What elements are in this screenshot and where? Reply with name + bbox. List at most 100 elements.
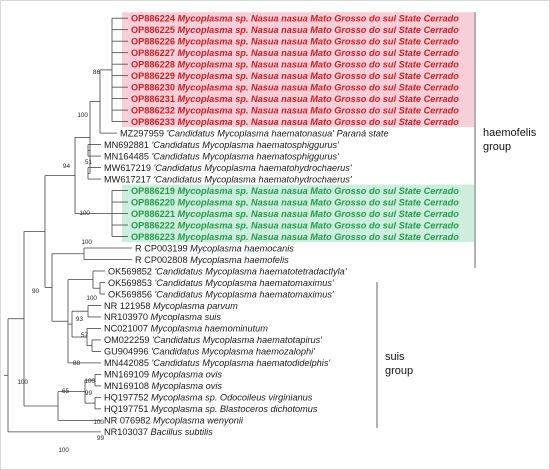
leaf-label: MN442085 'Candidatus Mycoplasma haematod… xyxy=(104,358,331,368)
leaf-accession: R CP003199 xyxy=(135,243,190,253)
leaf-accession: OP886219 xyxy=(131,186,178,196)
leaf-taxon: Mycoplasma sp. Nasua nasua Mato Grosso d… xyxy=(178,71,460,81)
leaf-taxon: Mycoplasma sp. Nasua nasua Mato Grosso d… xyxy=(178,14,460,24)
bootstrap-value: 99 xyxy=(97,435,105,442)
leaf-accession: OP886226 xyxy=(131,36,178,46)
leaf-taxon: Mycoplasma haemocanis xyxy=(190,243,294,253)
branch-layer xyxy=(4,17,132,433)
bootstrap-value: 57 xyxy=(81,332,89,339)
leaf-taxon: 'Candidatus Mycoplasma haemozalophi' xyxy=(151,347,316,357)
leaf-accession: OP886222 xyxy=(131,220,178,230)
leaf-label: GU904996 'Candidatus Mycoplasma haemozal… xyxy=(104,347,316,357)
leaf-accession: OM022259 xyxy=(104,335,152,345)
leaf-accession: MN692881 xyxy=(104,140,152,150)
leaf-label: MZ297959 'Candidatus Mycoplasma haematon… xyxy=(120,128,389,138)
bootstrap-value: 100 xyxy=(17,379,28,386)
leaf-label: MN692881 'Candidatus Mycoplasma haematos… xyxy=(104,140,340,150)
leaf-label: NR 121958 Mycoplasma parvum xyxy=(104,301,238,311)
leaf-taxon: Mycoplasma sp. Nasua nasua Mato Grosso d… xyxy=(178,82,460,92)
leaf-accession: OP886224 xyxy=(131,14,178,24)
leaf-accession: MN164485 xyxy=(104,151,152,161)
leaf-taxon: Mycoplasma sp. Blastoceros dichotomus xyxy=(151,404,318,414)
leaf-accession: OK569856 xyxy=(108,289,155,299)
leaf-taxon: Mycoplasma sp. Nasua nasua Mato Grosso d… xyxy=(178,94,460,104)
leaf-accession: OP886230 xyxy=(131,82,178,92)
bootstrap-value: 86 xyxy=(93,69,101,76)
leaf-accession: OP886220 xyxy=(131,197,178,207)
leaf-accession: OP886229 xyxy=(131,71,178,81)
leaf-label: NR 076982 Mycoplasma wenyonii xyxy=(104,416,244,426)
leaf-taxon: Mycoplasma sp. Nasua nasua Mato Grosso d… xyxy=(178,48,460,58)
leaf-taxon: Mycoplasma sp. Nasua nasua Mato Grosso d… xyxy=(178,25,460,35)
leaf-taxon: Mycoplasma sp. Nasua nasua Mato Grosso d… xyxy=(178,220,460,230)
leaf-label: OP886231 Mycoplasma sp. Nasua nasua Mato… xyxy=(131,94,459,104)
leaf-label: NR103970 Mycoplasma suis xyxy=(104,312,221,322)
leaf-accession: MW617217 xyxy=(104,174,154,184)
leaf-taxon: 'Candidatus Mycoplasma haematomaximus' xyxy=(155,278,335,288)
leaf-taxon: Mycoplasma sp. Nasua nasua Mato Grosso d… xyxy=(178,105,460,115)
leaf-label: OP886219 Mycoplasma sp. Nasua nasua Mato… xyxy=(131,186,459,196)
red-highlight-band xyxy=(122,12,474,128)
bootstrap-value: 90 xyxy=(32,288,40,295)
leaf-label: R CP002808 Mycoplasma haemofelis xyxy=(135,255,289,265)
leaf-taxon: 'Candidatus Mycoplasma haematodidelphis' xyxy=(152,358,332,368)
bootstrap-value: 100 xyxy=(81,239,92,246)
leaf-taxon: Mycoplasma haemominutum xyxy=(150,324,268,334)
leaf-taxon: 'Candidatus Mycoplasma haematosphiggurus… xyxy=(152,140,341,150)
leaf-label: OP886233 Mycoplasma sp. Nasua nasua Mato… xyxy=(131,117,459,127)
bootstrap-value: 100 xyxy=(84,378,95,385)
leaf-label: OP886222 Mycoplasma sp. Nasua nasua Mato… xyxy=(131,220,459,230)
leaf-taxon: 'Candidatus Mycoplasma haematohydrochaer… xyxy=(154,163,353,173)
group-layer: haemofelis group suis group xyxy=(376,12,537,428)
leaf-accession: OP886227 xyxy=(131,48,178,58)
leaf-label: OP886227 Mycoplasma sp. Nasua nasua Mato… xyxy=(131,48,459,58)
leaf-label: MW617219 'Candidatus Mycoplasma haematoh… xyxy=(104,163,353,173)
leaf-accession: OK569852 xyxy=(108,266,155,276)
leaf-taxon: 'Candidatus Mycoplasma haematosphiggurus… xyxy=(152,151,341,161)
bootstrap-value: 94 xyxy=(63,163,71,170)
leaf-label-layer: OP886224 Mycoplasma sp. Nasua nasua Mato… xyxy=(104,14,459,438)
leaf-label: NR103037 Bacillus subtilis xyxy=(104,427,213,437)
leaf-taxon: Mycoplasma sp. Nasua nasua Mato Grosso d… xyxy=(178,36,460,46)
leaf-taxon: Mycoplasma sp. Nasua nasua Mato Grosso d… xyxy=(178,186,460,196)
leaf-taxon: Mycoplasma suis xyxy=(150,312,221,322)
leaf-label: OK569852 'Candidatus Mycoplasma haematot… xyxy=(108,266,348,276)
bootstrap-value: 65 xyxy=(62,388,70,395)
leaf-accession: OK569853 xyxy=(108,278,155,288)
leaf-label: OP886224 Mycoplasma sp. Nasua nasua Mato… xyxy=(131,14,459,24)
leaf-taxon: Mycoplasma sp. Nasua nasua Mato Grosso d… xyxy=(178,209,460,219)
leaf-accession: OP886221 xyxy=(131,209,178,219)
leaf-label: NC021007 Mycoplasma haemominutum xyxy=(104,324,268,334)
leaf-accession: MN169108 xyxy=(104,381,152,391)
bootstrap-value: 93 xyxy=(76,316,84,323)
leaf-accession: OP886228 xyxy=(131,59,178,69)
leaf-accession: OP886232 xyxy=(131,105,178,115)
leaf-accession: OP886233 xyxy=(131,117,178,127)
leaf-label: R CP003199 Mycoplasma haemocanis xyxy=(135,243,294,253)
leaf-taxon: Mycoplasma sp. Nasua nasua Mato Grosso d… xyxy=(178,59,460,69)
leaf-taxon: Mycoplasma haemofelis xyxy=(190,255,289,265)
leaf-label: OP886229 Mycoplasma sp. Nasua nasua Mato… xyxy=(131,71,459,81)
leaf-taxon: 'Candidatus Mycoplasma haematotapirus' xyxy=(152,335,323,345)
leaf-label: MN169109 Mycoplasma ovis xyxy=(104,370,222,380)
leaf-taxon: 'Candidatus Mycoplasma haematotetradactl… xyxy=(155,266,348,276)
leaf-label: MN164485 'Candidatus Mycoplasma haematos… xyxy=(104,151,340,161)
leaf-taxon: Mycoplasma sp. Nasua nasua Mato Grosso d… xyxy=(178,232,460,242)
leaf-taxon: Bacillus subtilis xyxy=(150,427,213,437)
leaf-taxon: Mycoplasma sp. Nasua nasua Mato Grosso d… xyxy=(178,197,460,207)
leaf-label: OP886228 Mycoplasma sp. Nasua nasua Mato… xyxy=(131,59,459,69)
leaf-taxon: Mycoplasma parvum xyxy=(153,301,238,311)
highlight-layer xyxy=(122,12,474,242)
leaf-taxon: 'Candidatus Mycoplasma haematomaximus' xyxy=(155,289,335,299)
leaf-label: OM022259 'Candidatus Mycoplasma haematot… xyxy=(104,335,323,345)
leaf-accession: MZ297959 xyxy=(120,128,166,138)
leaf-taxon: Mycoplasma ovis xyxy=(152,370,223,380)
leaf-label: MW617217 'Candidatus Mycoplasma haematoh… xyxy=(104,174,353,184)
bootstrap-value: 51 xyxy=(85,159,93,166)
bootstrap-layer: 8610094511001009093100578810099651001009… xyxy=(17,69,104,454)
leaf-label: HQ197751 Mycoplasma sp. Blastoceros dich… xyxy=(104,404,318,414)
bootstrap-value: 99 xyxy=(85,390,93,397)
leaf-accession: MW617219 xyxy=(104,163,154,173)
leaf-taxon: Mycoplasma ovis xyxy=(152,381,223,391)
